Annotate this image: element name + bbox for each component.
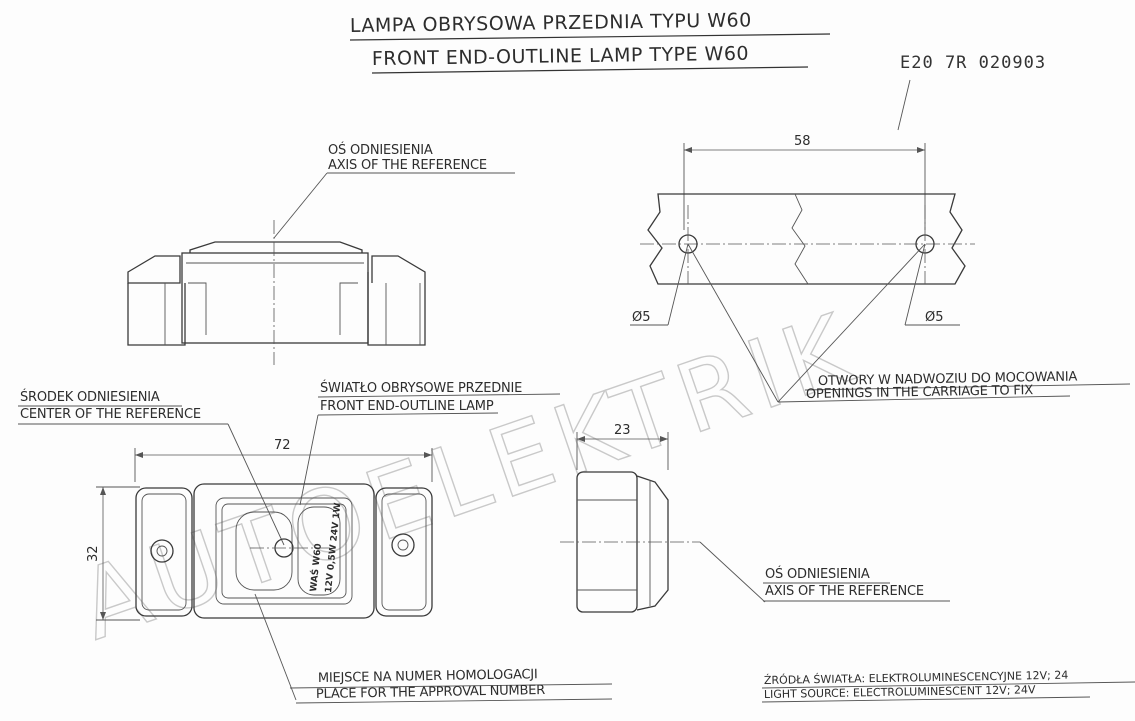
hole-left-dim: Ø5 <box>632 310 651 325</box>
end-axis-label-en: AXIS OF THE REFERENCE <box>765 584 924 599</box>
title-line-en: FRONT END-OUTLINE LAMP TYPE W60 <box>372 43 749 70</box>
spacing-dim: 58 <box>794 134 811 149</box>
depth-dim: 23 <box>614 423 631 438</box>
approval-code: E20 7R 020903 <box>900 53 1046 73</box>
light-source-pl: ŹRÓDŁA ŚWIATŁA: ELEKTROLUMINESCENCYJNE 1… <box>764 669 1069 687</box>
side-axis-label-pl: OŚ ODNIESIENIA <box>328 142 433 158</box>
side-view: OŚ ODNIESIENIA AXIS OF THE REFERENCE <box>127 142 515 365</box>
center-label-en: CENTER OF THE REFERENCE <box>20 407 201 422</box>
approval-place-en: PLACE FOR THE APPROVAL NUMBER <box>316 683 546 702</box>
end-axis-label-pl: OŚ ODNIESIENIA <box>765 566 870 582</box>
lamp-label-en: FRONT END-OUTLINE LAMP <box>320 399 494 414</box>
end-view: 23 OŚ ODNIESIENIA AXIS OF THE REFERENCE <box>560 423 950 613</box>
watermark: AUTOELEKTRIK <box>65 290 872 662</box>
title-line-pl: LAMPA OBRYSOWA PRZEDNIA TYPU W60 <box>350 9 752 37</box>
side-axis-label-en: AXIS OF THE REFERENCE <box>328 158 487 173</box>
title-block: LAMPA OBRYSOWA PRZEDNIA TYPU W60 FRONT E… <box>350 9 831 74</box>
watermark-text: AUTOELEKTRIK <box>66 291 871 662</box>
width-dim: 72 <box>274 438 291 453</box>
light-source-note: ŹRÓDŁA ŚWIATŁA: ELEKTROLUMINESCENCYJNE 1… <box>761 669 1135 703</box>
openings-label-en: OPENINGS IN THE CARRIAGE TO FIX <box>806 383 1034 402</box>
approval-place-pl: MIEJSCE NA NUMER HOMOLOGACJI <box>318 667 538 686</box>
hole-right-dim: Ø5 <box>925 310 944 325</box>
mounting-view: 58 Ø5 Ø5 OTWORY W NADWOZIU DO MOCOWANIA … <box>630 79 1131 403</box>
lamp-label-pl: ŚWIATŁO OBRYSOWE PRZEDNIE <box>320 380 522 396</box>
front-view: ŚRODEK ODNIESIENIA CENTER OF THE REFEREN… <box>18 380 613 704</box>
center-label-pl: ŚRODEK ODNIESIENIA <box>20 389 160 405</box>
height-dim: 32 <box>86 545 101 562</box>
openings-label-pl: OTWORY W NADWOZIU DO MOCOWANIA <box>818 369 1078 389</box>
light-source-en: LIGHT SOURCE: ELECTROLUMINESCENT 12V; 24… <box>764 683 1036 701</box>
